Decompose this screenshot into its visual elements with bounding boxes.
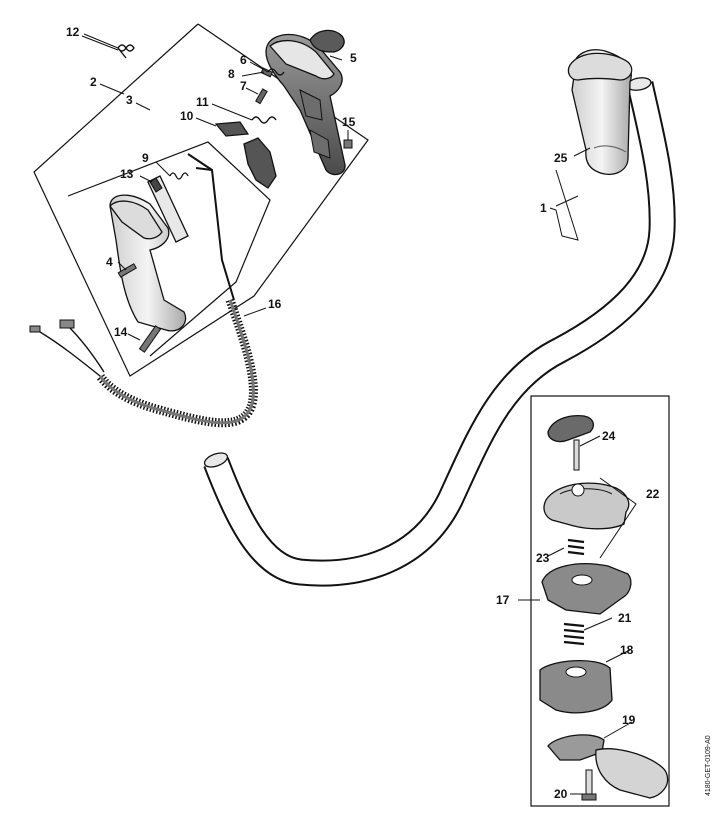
callout-9: 9 <box>142 151 149 165</box>
callout-20: 20 <box>554 787 568 801</box>
spring-9 <box>169 172 189 180</box>
cable-hose-16 <box>96 298 258 428</box>
screw-14 <box>138 325 162 353</box>
callout-24: 24 <box>602 429 616 443</box>
callout-23: 23 <box>536 551 550 565</box>
callout-22: 22 <box>646 487 660 501</box>
document-code: 4180-GET-0109-A0 <box>705 735 712 796</box>
callout-14: 14 <box>114 325 128 339</box>
callout-3: 3 <box>126 93 133 107</box>
callout-8: 8 <box>228 67 235 81</box>
callout-19: 19 <box>622 713 636 727</box>
knob-screw-24 <box>547 414 595 471</box>
handlebar-tube <box>203 77 676 587</box>
lever-10 <box>214 121 250 137</box>
clamp-cap-22 <box>543 482 630 530</box>
callout-18: 18 <box>620 643 634 657</box>
callout-10: 10 <box>180 109 194 123</box>
clamp-base-18 <box>539 659 613 714</box>
clamp-body-17 <box>541 563 632 615</box>
throttle-trigger <box>243 137 277 189</box>
callout-7: 7 <box>240 79 247 93</box>
handle-grip <box>109 194 187 332</box>
callout-17: 17 <box>496 593 510 607</box>
callout-25: 25 <box>554 151 568 165</box>
throttle-cable-rod <box>187 153 235 301</box>
callout-6: 6 <box>240 53 247 67</box>
screw-20 <box>581 769 597 801</box>
housing-5 <box>265 29 346 176</box>
screw-7 <box>255 88 268 105</box>
callout-11: 11 <box>196 95 209 109</box>
callout-12: 12 <box>66 25 80 39</box>
callout-21: 21 <box>618 611 632 625</box>
spring-6 <box>267 68 285 76</box>
leader-lines <box>81 33 637 795</box>
screw-15 <box>343 139 353 149</box>
callout-15: 15 <box>342 115 356 129</box>
callout-labels: 12 2 3 5 6 8 7 11 10 15 9 13 4 16 14 25 … <box>66 25 660 801</box>
callout-4: 4 <box>106 255 113 269</box>
slider-13 <box>147 175 189 243</box>
spring-23 <box>567 538 585 556</box>
clamp-shell-19 <box>547 734 669 799</box>
spring-12 <box>117 44 135 59</box>
callout-16: 16 <box>268 297 282 311</box>
callout-5: 5 <box>350 51 357 65</box>
spring-11 <box>251 116 277 124</box>
spring-21 <box>563 622 585 646</box>
callout-13: 13 <box>120 167 134 181</box>
callout-1: 1 <box>540 201 547 215</box>
wires-connector <box>29 319 105 377</box>
clamp-frame-17 <box>530 395 670 807</box>
screw-4 <box>117 263 137 278</box>
callout-2: 2 <box>90 75 97 89</box>
control-handle-frame-2 <box>33 23 369 377</box>
control-handle-frame-3 <box>67 141 271 357</box>
grip-25 <box>567 49 633 175</box>
